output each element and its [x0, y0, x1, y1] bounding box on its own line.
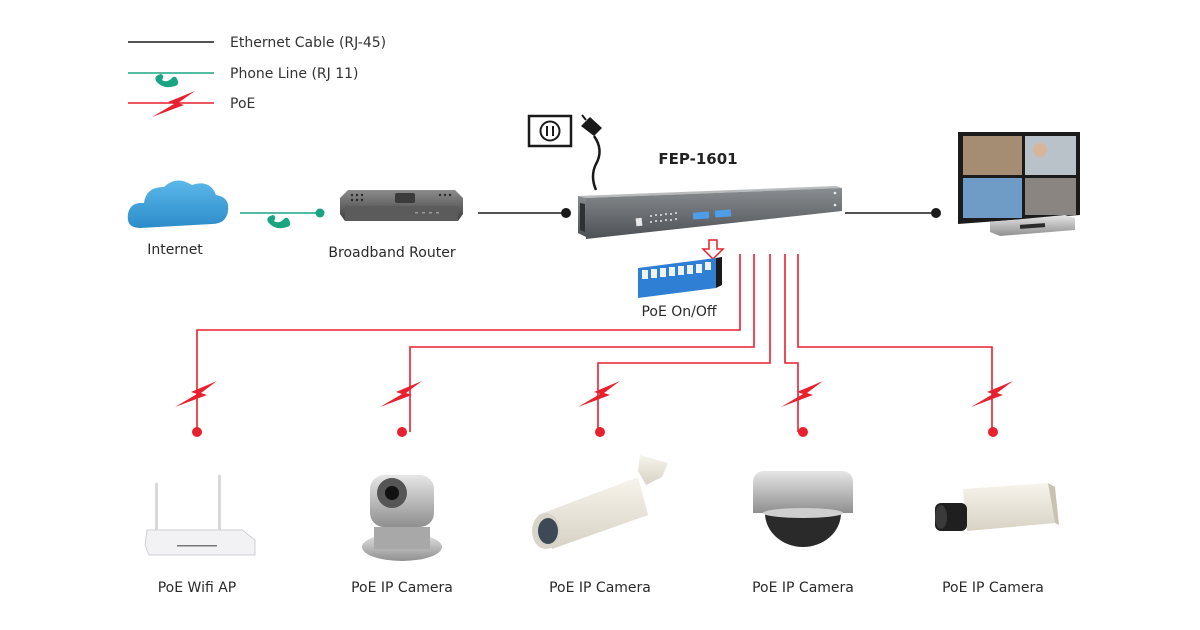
ethernet-endpoint — [931, 208, 941, 218]
poe-device: PoE IP Camera — [935, 381, 1059, 596]
ptz-camera-icon — [362, 475, 442, 561]
monitor-nvr-icon — [958, 132, 1080, 236]
legend-item-ethernet: Ethernet Cable (RJ-45) — [128, 35, 386, 51]
wifi-ap-icon — [144, 475, 256, 556]
dip-node: PoE On/Off — [638, 239, 725, 320]
poe-device: PoE IP Camera — [351, 381, 453, 596]
switch-model-label: FEP-1601 — [658, 150, 737, 168]
device-label: PoE IP Camera — [549, 580, 651, 596]
power-outlet-icon — [527, 114, 573, 148]
lightning-bolt-icon — [152, 91, 195, 117]
poe-endpoint — [397, 427, 407, 437]
nvr-node — [958, 132, 1080, 236]
poe-endpoint — [798, 427, 808, 437]
poe-device: PoE Wifi AP — [144, 381, 256, 596]
phone-handset-icon — [267, 215, 291, 229]
power-node — [527, 114, 602, 191]
arrow-down-icon — [701, 239, 725, 261]
poe-line-port-4 — [784, 254, 799, 432]
poe-device: PoE IP Camera — [532, 381, 668, 596]
internet-label: Internet — [147, 242, 203, 258]
lightning-bolt-icon — [578, 381, 620, 407]
legend-label: Ethernet Cable (RJ-45) — [230, 35, 386, 51]
box-camera-icon — [935, 483, 1059, 531]
cloud-icon — [127, 180, 229, 228]
poe-line-port-1 — [196, 254, 741, 432]
device-label: PoE Wifi AP — [158, 580, 237, 596]
lightning-bolt-icon — [380, 381, 422, 407]
legend: Ethernet Cable (RJ-45) Phone Line (RJ 11… — [128, 35, 386, 117]
ethernet-endpoint — [561, 208, 571, 218]
bullet-camera-icon — [532, 455, 668, 549]
phone-handset-icon — [155, 74, 179, 88]
router-label: Broadband Router — [328, 245, 455, 261]
lightning-bolt-icon — [781, 381, 823, 407]
poe-device: PoE IP Camera — [752, 381, 854, 596]
device-label: PoE IP Camera — [752, 580, 854, 596]
router-icon — [340, 190, 463, 221]
dip-switch-icon — [638, 257, 722, 298]
lightning-bolt-icon — [175, 381, 217, 407]
power-plug-icon — [581, 114, 602, 191]
dip-label: PoE On/Off — [641, 304, 716, 320]
legend-label: Phone Line (RJ 11) — [230, 66, 359, 82]
poe-line-port-5 — [797, 254, 993, 432]
poe-switch-icon — [578, 186, 842, 239]
poe-endpoint — [192, 427, 202, 437]
internet-node: Internet — [127, 180, 229, 258]
legend-item-poe: PoE — [128, 91, 255, 117]
phone-line-endpoint — [315, 208, 325, 218]
lightning-bolt-icon — [971, 381, 1013, 407]
poe-endpoint — [988, 427, 998, 437]
poe-wiring — [196, 254, 993, 432]
legend-label: PoE — [230, 96, 255, 112]
dome-camera-icon — [753, 471, 853, 547]
poe-devices: PoE Wifi AP PoE IP Camera PoE IP Camera … — [144, 381, 1059, 596]
legend-item-phone: Phone Line (RJ 11) — [128, 66, 359, 88]
device-label: PoE IP Camera — [942, 580, 1044, 596]
poe-endpoint — [595, 427, 605, 437]
router-node: Broadband Router — [328, 190, 463, 261]
device-label: PoE IP Camera — [351, 580, 453, 596]
switch-node: FEP-1601 — [578, 150, 842, 239]
